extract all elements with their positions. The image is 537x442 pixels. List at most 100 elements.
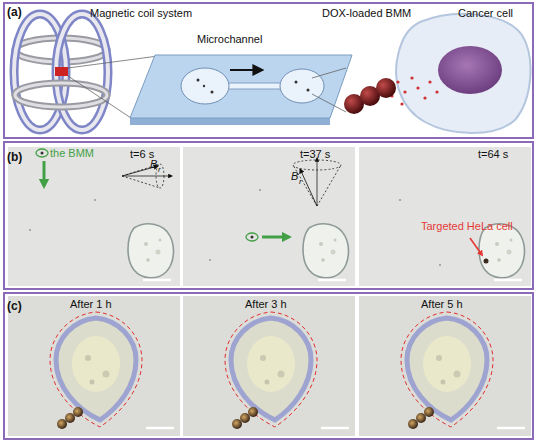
micrograph-frame — [183, 147, 355, 286]
bmm-dot — [251, 236, 254, 239]
field-symbol: B — [150, 159, 157, 170]
highlight-ellipse — [246, 233, 258, 241]
figure-panel: (c) After 1 h After 3 h After 5 h — [3, 292, 534, 440]
microrobot — [57, 407, 83, 429]
bmm-marker — [36, 149, 48, 186]
coil-ring — [15, 83, 107, 107]
subscript: r — [158, 166, 161, 174]
scale-bar — [321, 427, 349, 430]
hela-cell-large — [401, 312, 493, 427]
cone-base — [293, 160, 341, 170]
subscript: r — [299, 178, 302, 186]
debris — [29, 229, 31, 231]
field-vector — [300, 169, 317, 206]
time-label: After 1 h — [70, 299, 112, 310]
bmm-dot — [484, 259, 489, 264]
drug-dot — [423, 96, 426, 99]
drug-dot — [400, 102, 403, 105]
figure-panel: (b)the BMMt=6 sBrt=37 sBrt=64 sTargeted … — [3, 141, 534, 290]
cell-nucleus — [438, 46, 502, 94]
micrograph-frame — [359, 147, 531, 286]
scale-bar — [318, 279, 346, 282]
image-frame: After 5 h — [359, 296, 531, 436]
bmm-dot — [41, 152, 44, 155]
debris-dots — [29, 189, 441, 266]
image-frame: t=64 s Targeted HeLa cell — [359, 147, 531, 286]
motion-arrow — [262, 236, 289, 239]
drug-dot — [428, 80, 431, 83]
drug-particles — [390, 76, 438, 105]
chamber — [181, 68, 229, 104]
micrograph-frame — [8, 296, 180, 436]
panel-label: (b) — [7, 151, 22, 163]
chamber — [280, 69, 324, 103]
cone-edge — [317, 165, 341, 206]
cancer-cell-illustration — [396, 14, 530, 133]
debris — [439, 264, 441, 266]
drug-dot — [435, 90, 438, 93]
coil-ring — [15, 83, 107, 107]
pointer-arrow — [470, 238, 482, 255]
scale-bar — [494, 279, 522, 282]
drug-dot — [403, 90, 406, 93]
coil-ring — [56, 14, 108, 130]
debris — [209, 259, 211, 261]
chip-side — [130, 118, 330, 125]
time-label: After 5 h — [421, 299, 463, 310]
workspace-chip — [55, 67, 68, 76]
hela-cell-large — [225, 312, 317, 427]
annotation: the BMM — [50, 148, 94, 159]
robot-bead — [376, 78, 396, 98]
coil-ring — [56, 14, 108, 130]
drug-dot — [396, 80, 399, 83]
time-stamp: t=64 s — [478, 149, 508, 160]
bmm-microrobot — [344, 78, 396, 114]
cell-membrane — [396, 14, 530, 133]
field-diagram — [122, 164, 172, 188]
hela-cell — [303, 224, 348, 278]
channel — [226, 83, 282, 89]
annotation: Targeted HeLa cell — [421, 221, 513, 232]
micrograph-frame — [359, 296, 531, 436]
field-diagram — [293, 158, 341, 206]
highlight-ellipse — [36, 149, 48, 157]
flow-arrow — [230, 69, 262, 71]
chip-top — [130, 55, 352, 118]
microchannel-chip — [130, 55, 352, 125]
annotation: Cancer cell — [458, 8, 513, 19]
hela-cell-large — [50, 312, 142, 427]
annotation: DOX-loaded BMM — [322, 8, 411, 19]
panel-label: (c) — [7, 300, 22, 312]
time-stamp: t=37 s — [300, 149, 330, 160]
microrobot — [408, 407, 434, 429]
image-frame: After 1 h — [8, 296, 180, 436]
zoom-line — [312, 68, 346, 78]
scale-bar — [146, 427, 174, 430]
image-frame: After 3 h — [183, 296, 355, 436]
micrograph-frame — [183, 296, 355, 436]
debris — [259, 189, 261, 191]
particle — [197, 79, 200, 82]
microrobot — [232, 407, 258, 429]
particle — [203, 85, 205, 87]
annotation: Microchannel — [197, 34, 262, 45]
image-frame: t=37 sBr — [183, 147, 355, 286]
particle — [211, 91, 214, 94]
image-frame: the BMMt=6 sBr — [8, 147, 180, 286]
bmm-marker — [246, 233, 289, 241]
debris — [399, 199, 401, 201]
drug-dot — [416, 86, 419, 89]
zoom-line — [68, 56, 158, 68]
zoom-line — [312, 94, 346, 112]
hela-cell — [128, 224, 173, 278]
micrograph-frame — [8, 147, 180, 286]
zoom-line — [68, 76, 131, 118]
particle — [307, 89, 310, 92]
field-symbol: B — [291, 171, 298, 182]
time-label: After 3 h — [245, 299, 287, 310]
panel-label: (a) — [7, 6, 22, 18]
scale-bar — [143, 279, 171, 282]
debris — [94, 199, 96, 201]
cone-edge — [122, 176, 160, 188]
